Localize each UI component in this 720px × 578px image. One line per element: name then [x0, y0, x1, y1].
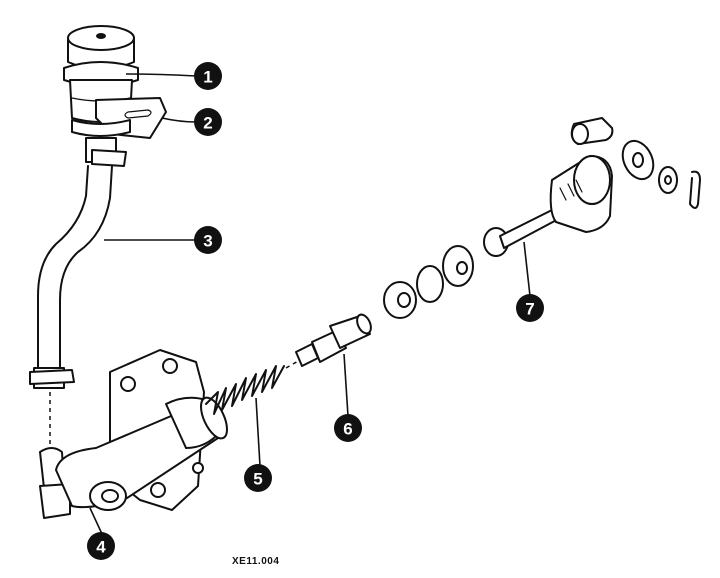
callout-2-number: 2	[203, 114, 212, 133]
callout-7: 7	[516, 294, 544, 322]
figure-reference-code: XE11.004	[232, 556, 280, 567]
piston-assembly	[295, 313, 372, 367]
callout-3-number: 3	[203, 232, 212, 251]
feed-hose	[29, 137, 127, 446]
callout-6: 6	[334, 414, 362, 442]
return-spring	[205, 359, 301, 415]
callout-5: 5	[244, 464, 272, 492]
callout-1-number: 1	[203, 68, 212, 87]
master-cylinder-body	[39, 349, 228, 519]
callout-3: 3	[194, 226, 222, 254]
callout-7-number: 7	[525, 300, 534, 319]
callout-2: 2	[194, 108, 222, 136]
seal-washer-set	[383, 245, 474, 319]
leader-lines	[89, 73, 531, 535]
callout-1: 1	[194, 62, 222, 90]
callout-4-number: 4	[96, 538, 106, 557]
callout-6-number: 6	[343, 420, 352, 439]
mounting-bracket	[71, 97, 167, 139]
callout-5-number: 5	[253, 470, 262, 489]
pushrod-assembly	[483, 117, 701, 257]
callout-4: 4	[87, 532, 115, 560]
